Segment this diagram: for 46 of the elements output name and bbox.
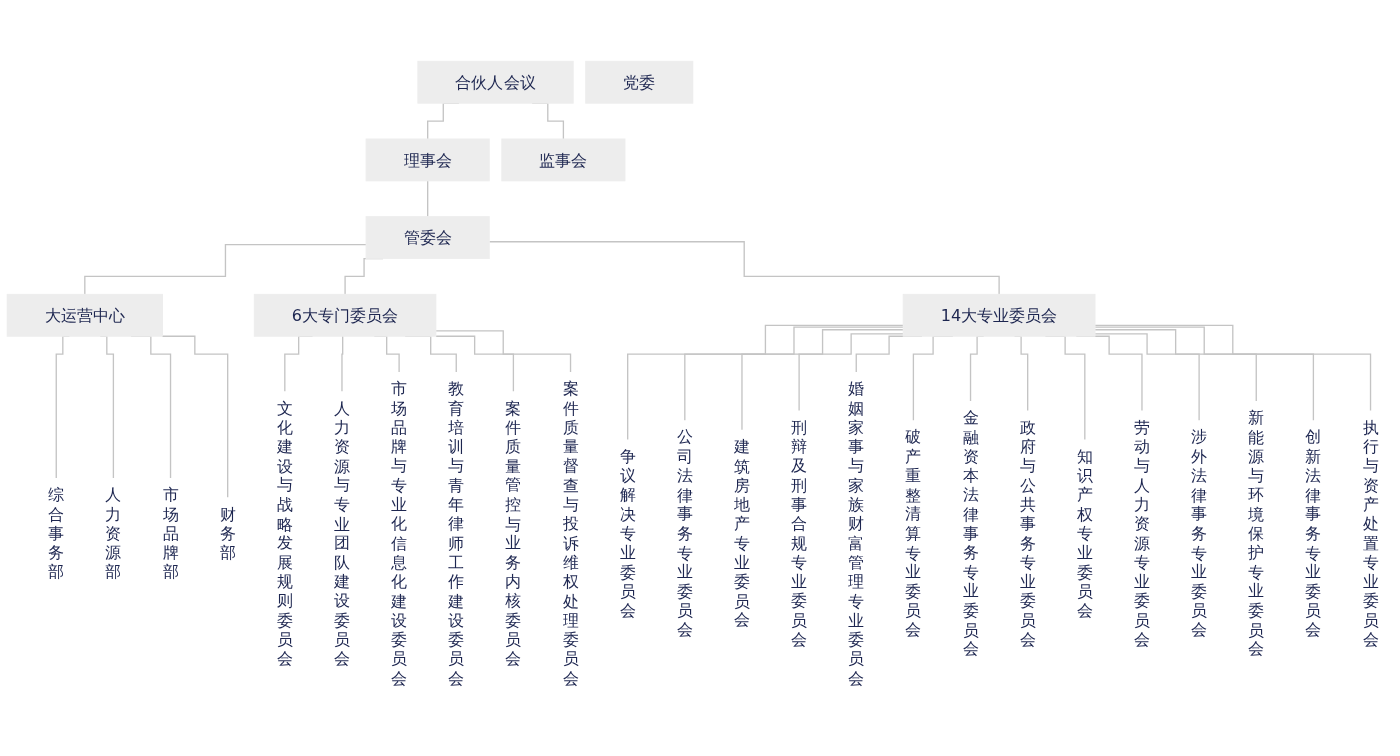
node-text: 财务部 [219, 504, 236, 562]
connector [84, 243, 367, 295]
node-text: 文化建设与战略发展规则委员会 [276, 398, 293, 668]
node-box: 6大专门委员会 [253, 293, 437, 337]
node-text: 案件质量管控与业务内核委员会 [505, 398, 522, 668]
node-text: 争议解决专业委员会 [619, 446, 636, 620]
node-text: 建筑房地产专业委员会 [733, 436, 750, 630]
node-text: 市场品牌部 [162, 485, 179, 582]
node-text: 创新法律事务专业委员会 [1305, 427, 1322, 639]
connector [427, 180, 429, 218]
connector [1094, 333, 1200, 421]
node-text: 刑辩及刑事合规专业委员会 [791, 417, 808, 649]
node-box: 14大专业委员会 [902, 293, 1096, 337]
connector [435, 335, 515, 392]
node-text: 人力资源与专业团队建设委员会 [333, 398, 350, 668]
node-text: 案件质量督查与投诉维权处理委员会 [562, 379, 579, 688]
node-text: 知识产权专业委员会 [1076, 446, 1093, 620]
connector [627, 324, 904, 441]
connector [161, 335, 229, 498]
connector [1094, 329, 1257, 402]
node-text: 新能源与环境保护专业委员会 [1248, 408, 1265, 659]
node-text: 教育培训与青年律师工作建设委员会 [448, 379, 465, 688]
connector [684, 326, 904, 421]
connector [1094, 326, 1315, 421]
node-text: 涉外法律事务专业委员会 [1191, 427, 1208, 639]
node-text: 公司法律事务专业委员会 [676, 427, 693, 639]
node-text: 政府与公共事务专业委员会 [1019, 417, 1036, 649]
connector [435, 330, 572, 373]
node-text: 执行与资产处置专业委员会 [1362, 417, 1379, 649]
connector [798, 333, 904, 412]
node-text: 市场品牌与专业化信息化建设委员会 [391, 379, 408, 688]
node-box: 理事会 [365, 138, 490, 182]
connector [741, 329, 904, 431]
node-box: 管委会 [365, 216, 490, 260]
node-text: 综合事务部 [48, 485, 65, 582]
node-text: 婚姻家事与家族财富管理专业委员会 [848, 379, 865, 688]
node-text: 劳动与人力资源专业委员会 [1133, 417, 1150, 649]
node-box: 合伙人会议 [417, 60, 574, 104]
node-text: 金融资本法律事务专业委员会 [962, 408, 979, 659]
connector [488, 241, 1000, 295]
node-text: 破产重整清算专业委员会 [905, 427, 922, 639]
node-box: 大运营中心 [6, 293, 163, 337]
connector [1094, 324, 1372, 412]
node-box: 监事会 [501, 138, 626, 182]
node-text: 人力资源部 [105, 485, 122, 582]
connector [341, 335, 345, 392]
